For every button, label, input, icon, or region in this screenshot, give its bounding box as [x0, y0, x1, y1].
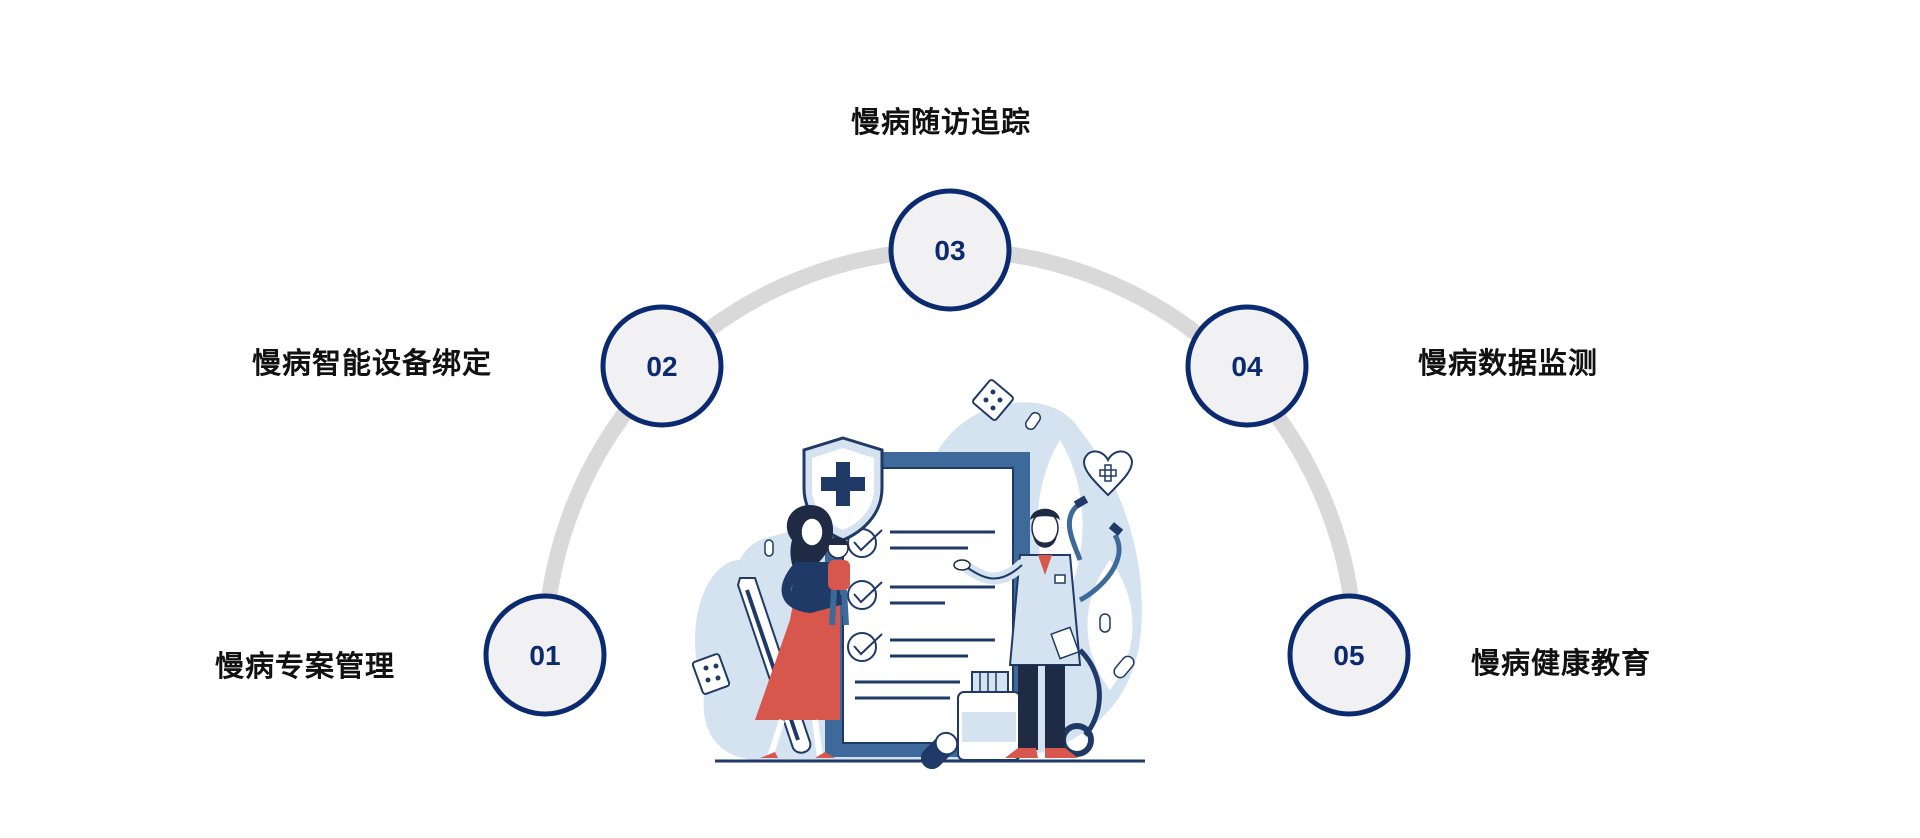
pill-icon [1099, 613, 1111, 633]
step-label-04: 慢病数据监测 [1418, 346, 1599, 380]
step-number: 03 [934, 235, 965, 266]
step-node-04: 04 [1185, 304, 1309, 428]
step-number: 02 [646, 351, 677, 382]
pill-pack-icon [972, 379, 1014, 421]
pill-icon [1113, 655, 1135, 679]
step-node-03: 03 [888, 188, 1012, 312]
step-node-05: 05 [1287, 593, 1411, 717]
step-label-03: 慢病随访追踪 [851, 105, 1032, 139]
step-number: 01 [529, 640, 560, 671]
step-number: 04 [1231, 351, 1263, 382]
doctor-figure [953, 508, 1082, 758]
step-number: 05 [1333, 640, 1364, 671]
medicine-bottle-icon [957, 671, 1021, 761]
step-label-02: 慢病智能设备绑定 [252, 346, 493, 380]
pill-icon [764, 539, 774, 557]
pill-icon [1024, 411, 1042, 431]
mother-child-figure [755, 505, 850, 758]
step-label-01: 慢病专案管理 [215, 649, 396, 683]
step-node-02: 02 [600, 304, 724, 428]
pill-pack-icon [691, 653, 731, 695]
step-label-05: 慢病健康教育 [1471, 646, 1652, 680]
step-node-01: 01 [483, 593, 607, 717]
heart-icon [1083, 450, 1133, 497]
medical-illustration [691, 379, 1145, 770]
